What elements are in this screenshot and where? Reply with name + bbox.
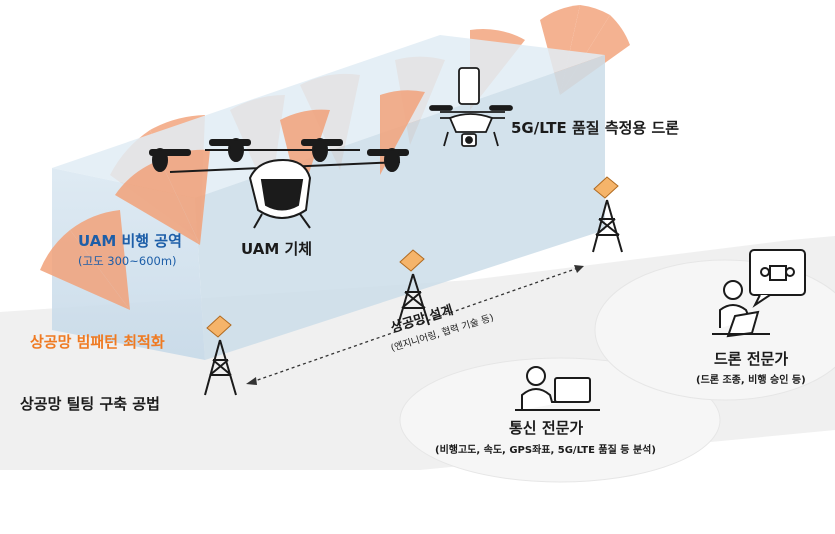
comm-expert-sublabel: (비행고도, 속도, GPS좌표, 5G/LTE 품질 등 분석)	[435, 445, 656, 456]
comm-expert-label: 통신 전문가	[509, 419, 584, 437]
uam-aircraft-icon	[149, 138, 409, 229]
network-design-arrow	[246, 265, 584, 385]
drone-expert-label: 드론 전문가	[714, 350, 789, 368]
cell-tower-icon	[592, 176, 623, 253]
measurement-drone-label: 5G/LTE 품질 측정용 드론	[511, 119, 680, 137]
person-at-computer-icon	[515, 366, 600, 411]
cell-tower-icon	[204, 315, 237, 396]
airspace-altitude: (고도 300~600m)	[78, 254, 177, 268]
beam-pattern-label: 상공망 빔패턴 최적화	[30, 333, 165, 351]
drone-expert-sublabel: (드론 조종, 비행 승인 등)	[696, 375, 806, 386]
airspace-title: UAM 비행 공역	[78, 232, 182, 250]
uam-vehicle-label: UAM 기체	[241, 240, 313, 258]
cell-tower-icon	[397, 249, 430, 326]
person-with-controller-icon	[712, 249, 806, 338]
tilting-method-label: 상공망 틸팅 구축 공법	[20, 395, 160, 413]
beam-fans-left	[40, 90, 425, 310]
measurement-drone-icon	[429, 67, 513, 147]
